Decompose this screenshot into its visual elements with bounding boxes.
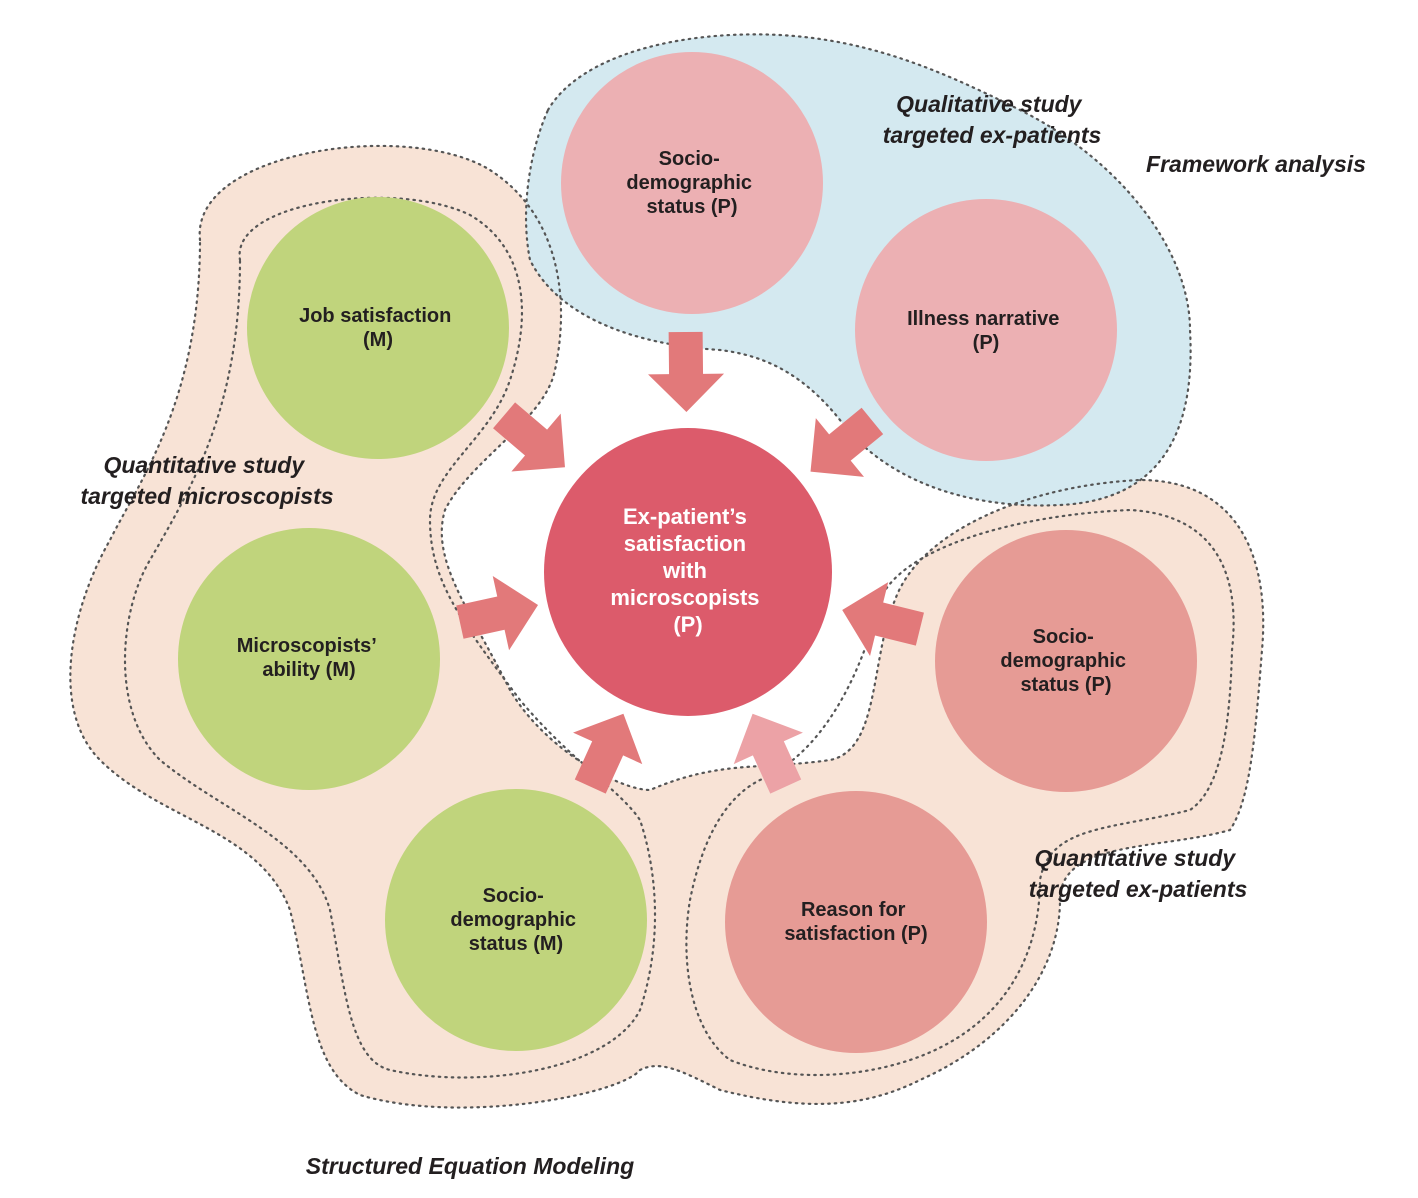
microscopists-ability-circle (178, 528, 440, 790)
socio-demographic-m-label: Socio- demographic status (M) (450, 885, 581, 955)
arrow-from-job-satisfaction (493, 402, 565, 472)
arrow-from-socio-p-right (842, 582, 924, 656)
socio-demographic-m-circle (385, 789, 647, 1051)
arrow-from-reason-for-satisfaction (733, 713, 803, 794)
sem-label: Structured Equation Modeling (306, 1153, 634, 1179)
arrow-from-socio-m (573, 713, 643, 794)
dotted-borders (69, 33, 1265, 1109)
arrow-from-microscopists-ability (456, 576, 539, 651)
job-satisfaction-circle (247, 197, 509, 459)
socio-demographic-p-top-label: Socio- demographic status (P) (626, 148, 757, 218)
arrows (456, 331, 924, 794)
framework-analysis-label: Framework analysis (1146, 151, 1366, 177)
center-circle (544, 428, 832, 716)
socio-demographic-p-right-circle (935, 530, 1197, 792)
reason-for-satisfaction-circle (725, 791, 987, 1053)
quant-microscopists-label: Quantitative study targeted microscopist… (80, 452, 333, 509)
job-satisfaction-label: Job satisfaction (M) (299, 305, 457, 351)
qualitative-study-label: Qualitative study targeted ex-patients (883, 91, 1102, 148)
arrow-from-illness-narrative (810, 407, 884, 477)
center-label: Ex-patient’s satisfaction with microscop… (610, 504, 765, 637)
illness-narrative-label: Illness narrative (P) (907, 308, 1065, 354)
socio-demographic-p-right-label: Socio- demographic status (P) (1000, 626, 1131, 696)
illness-narrative-circle (855, 199, 1117, 461)
quant-expatients-label: Quantitative study targeted ex-patients (1029, 845, 1248, 902)
microscopists-ability-label: Microscopists’ ability (M) (237, 635, 382, 681)
arrow-from-socio-p-top (648, 331, 725, 412)
reason-for-satisfaction-label: Reason for satisfaction (P) (784, 899, 927, 945)
socio-demographic-p-top-circle (561, 52, 823, 314)
